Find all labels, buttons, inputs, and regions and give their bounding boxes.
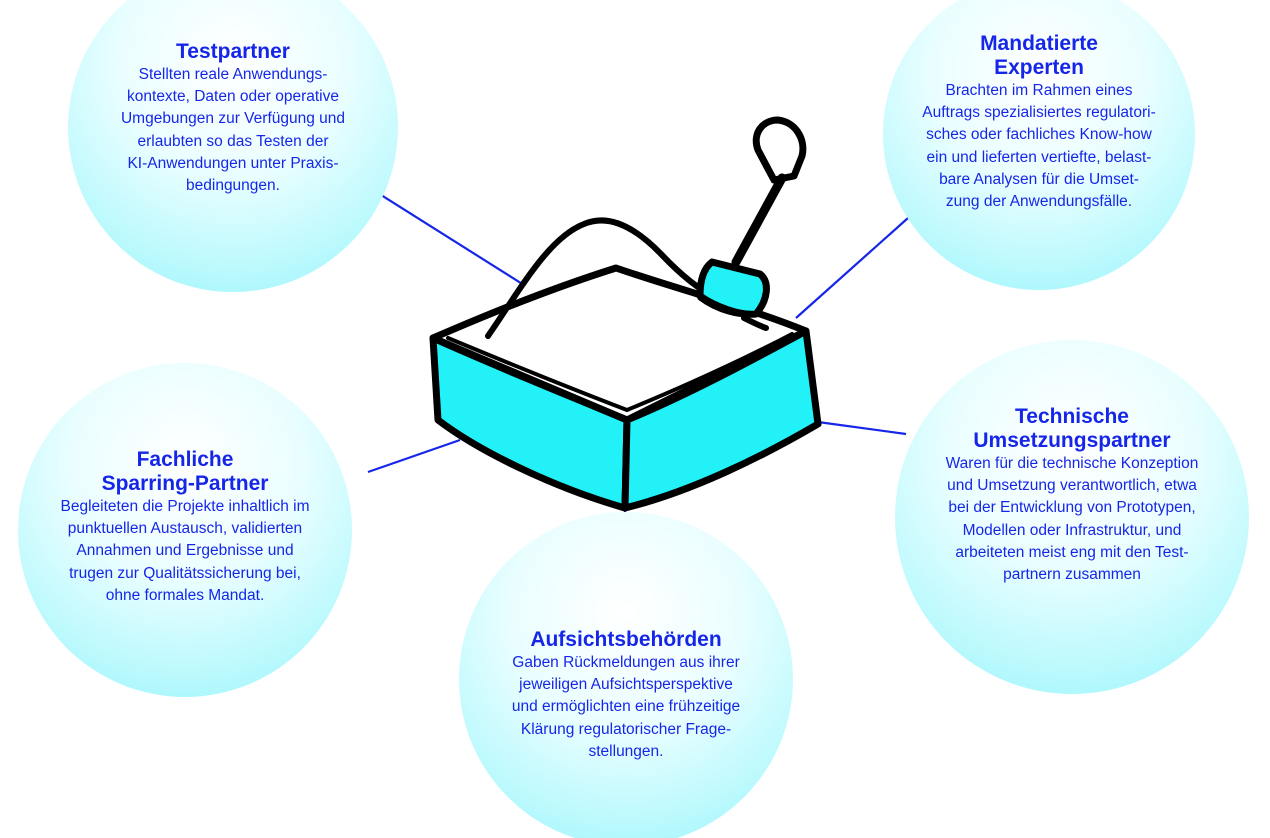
role-aufsichtsbehoerden: Aufsichtsbehörden Gaben Rückmeldungen au…	[466, 628, 786, 763]
bubble-fachliche-sparring-partner	[18, 363, 352, 697]
role-title: Mandatierte Experten	[980, 32, 1098, 79]
connector-fachliche-sparring-partner	[367, 438, 461, 474]
role-mandatierte-experten: Mandatierte Experten Brachten im Rahmen …	[899, 32, 1179, 213]
role-description: Gaben Rückmeldungen aus ihrer jeweiligen…	[511, 654, 741, 760]
role-description: Waren für die technische Konzeption und …	[945, 455, 1199, 584]
role-title: Fachliche Sparring-Partner	[101, 448, 269, 495]
bubble-testpartner	[68, 0, 398, 292]
role-title: Aufsichtsbehörden	[530, 628, 722, 651]
role-description: Begleiteten die Projekte inhaltlich im p…	[60, 498, 310, 604]
bubble-aufsichtsbehoerden	[459, 512, 793, 838]
role-description: Stellten reale Anwendungs- kontexte, Dat…	[120, 66, 346, 195]
role-description: Brachten im Rahmen eines Auftrags spezia…	[922, 82, 1156, 211]
role-testpartner: Testpartner Stellten reale Anwendungs- k…	[83, 40, 383, 197]
bubble-technische-umsetzungspartner	[895, 340, 1249, 694]
connector-mandatierte-experten	[795, 217, 909, 319]
connector-testpartner	[377, 192, 536, 293]
role-technische-umsetzungspartner: Technische Umsetzungspartner Waren für d…	[902, 405, 1242, 586]
bubble-mandatierte-experten	[883, 0, 1195, 290]
role-fachliche-sparring-partner: Fachliche Sparring-Partner Begleiteten d…	[20, 448, 350, 607]
role-title: Testpartner	[176, 40, 290, 63]
connector-technische-umsetzungspartner	[817, 420, 907, 436]
role-title: Technische Umsetzungspartner	[973, 405, 1171, 452]
